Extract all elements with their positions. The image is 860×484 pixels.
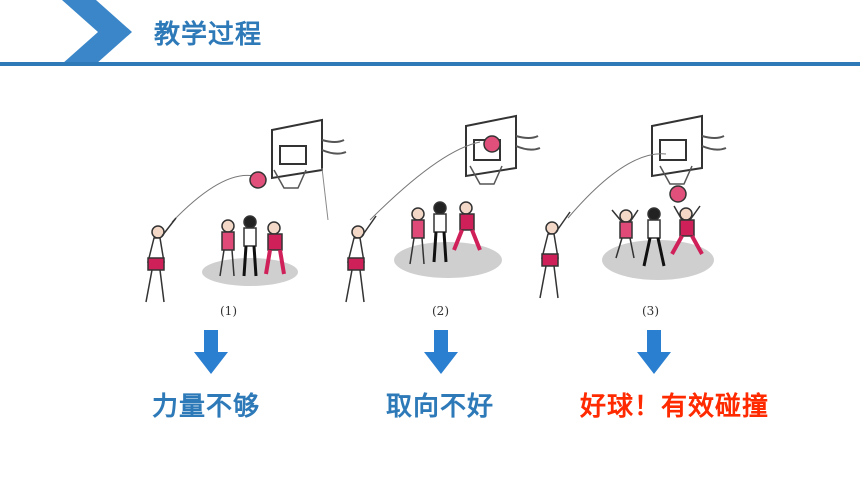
arrow-down-icon <box>194 330 228 374</box>
basketball-illustration-1 <box>145 118 347 303</box>
panel-number-1: (1) <box>220 304 237 318</box>
chevron-right-icon <box>62 0 132 64</box>
illustration-panel-3 <box>526 110 756 310</box>
arrow-down-icon <box>637 330 671 374</box>
panel-number-3: (3) <box>642 304 659 318</box>
caption-3: 好球！有效碰撞 <box>580 392 770 422</box>
illustration-panel-1 <box>132 110 362 310</box>
header-divider <box>0 62 860 66</box>
caption-1: 力量不够 <box>152 392 261 422</box>
caption-2: 取向不好 <box>386 392 495 422</box>
basketball-illustration-2 <box>345 114 541 303</box>
basketball-illustration-3 <box>539 114 727 299</box>
header-bar: 教学过程 <box>0 0 860 68</box>
arrow-down-icon <box>424 330 458 374</box>
panel-number-2: (2) <box>432 304 449 318</box>
page-title: 教学过程 <box>154 20 263 50</box>
illustration-panel-2 <box>330 110 560 310</box>
